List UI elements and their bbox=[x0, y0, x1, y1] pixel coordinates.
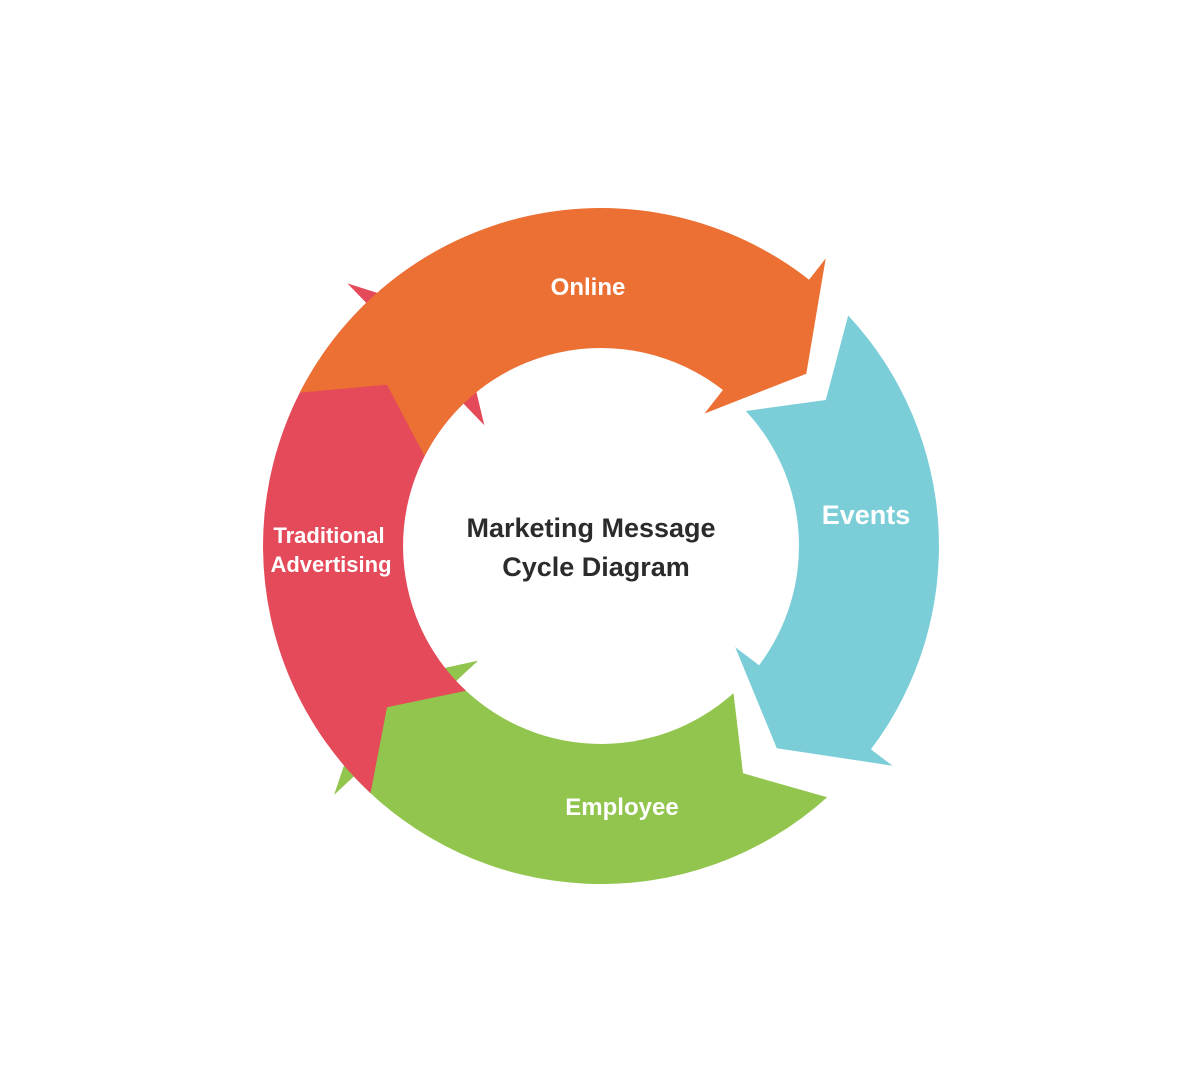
online-arrow bbox=[299, 208, 826, 457]
diagram-title-line1: Marketing Message bbox=[466, 513, 715, 543]
events-arrow bbox=[735, 315, 939, 766]
diagram-title-line2: Cycle Diagram bbox=[502, 552, 690, 582]
online-label: Online bbox=[551, 274, 626, 301]
traditional-advertising-label-line2: Advertising bbox=[270, 552, 391, 577]
events-label: Events bbox=[822, 500, 911, 530]
employee-arrow bbox=[334, 660, 828, 885]
traditional-advertising-label-line1: Traditional bbox=[273, 523, 384, 548]
employee-label: Employee bbox=[565, 794, 678, 821]
